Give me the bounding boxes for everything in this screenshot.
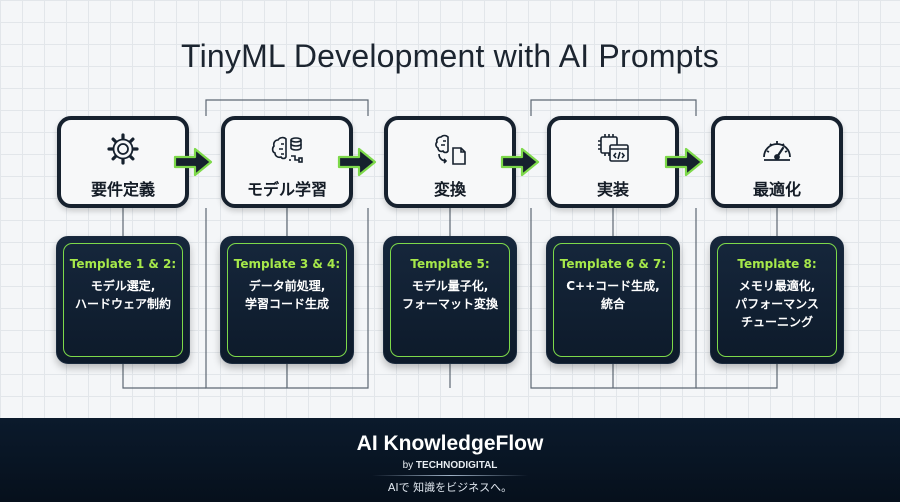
card-line: 統合 [600,297,625,311]
gear-icon [61,132,185,170]
card-title: Template 1 & 2: [69,257,177,271]
template-card: Template 3 & 4: データ前処理, 学習コード生成 [220,236,354,364]
brain-file-icon [388,132,512,170]
step-requirements: 要件定義 [57,116,189,208]
card-line: メモリ最適化, [738,279,816,293]
template-card: Template 6 & 7: C++コード生成, 統合 [546,236,680,364]
card-line: ハードウェア制約 [74,297,171,311]
step-label: 最適化 [752,180,801,199]
card-line: モデル量子化, [411,279,489,293]
page-title: TinyML Development with AI Prompts [181,38,719,74]
step-label: モデル学習 [246,180,327,199]
arrow-right-icon [500,147,540,177]
card-line: チューニング [740,315,813,329]
step-model-training: モデル学習 [221,116,353,208]
template-card: Template 8: メモリ最適化, パフォーマンス チューニング [710,236,844,364]
byline: by TECHNODIGITAL [0,460,900,471]
footer-divider [372,475,528,476]
step-label: 実装 [596,180,629,199]
step-conversion: 変換 [384,116,516,208]
template-card: Template 5: モデル量子化, フォーマット変換 [383,236,517,364]
footer-banner: AI KnowledgeFlow by TECHNODIGITAL AIで 知識… [0,418,900,502]
tagline: AIで 知識をビジネスへ。 [387,481,513,494]
card-title: Template 3 & 4: [233,257,341,271]
brain-database-icon [225,132,349,170]
speedometer-icon [715,132,839,170]
byline-by: by [402,460,414,471]
card-title: Template 8: [737,257,817,271]
template-card: Template 1 & 2: モデル選定, ハードウェア制約 [56,236,190,364]
card-title: Template 5: [410,257,490,271]
chip-code-icon [551,132,675,170]
card-title: Template 6 & 7: [559,257,667,271]
arrow-right-icon [173,147,213,177]
card-line: C++コード生成, [566,279,660,293]
card-line: フォーマット変換 [401,297,498,311]
step-implementation: 実装 [547,116,679,208]
brand-name: AI KnowledgeFlow [356,432,544,455]
step-label: 変換 [433,180,466,199]
card-line: 学習コード生成 [244,297,329,311]
arrow-right-icon [664,147,704,177]
company-name: TECHNODIGITAL [415,460,498,471]
card-line: データ前処理, [248,279,326,293]
step-label: 要件定義 [90,180,155,199]
step-optimization: 最適化 [711,116,843,208]
card-line: モデル選定, [90,279,156,293]
arrow-right-icon [337,147,377,177]
card-line: パフォーマンス [735,297,819,311]
